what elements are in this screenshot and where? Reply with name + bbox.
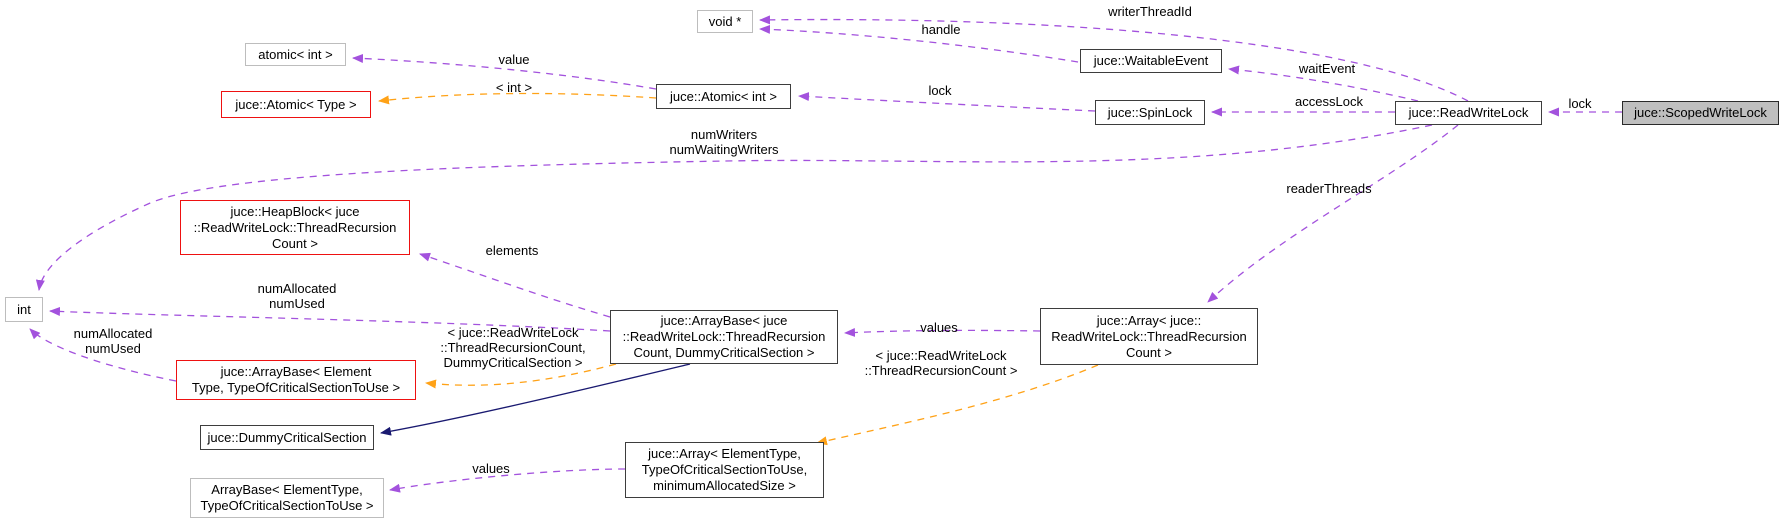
- edge-label-lock-spin: lock: [928, 83, 952, 98]
- node-juce-heapblock[interactable]: juce::HeapBlock< juce ::ReadWriteLock::T…: [180, 200, 410, 255]
- edge-num-allocated-lower: [29, 328, 177, 382]
- node-juce-array-instance[interactable]: juce::Array< juce:: ReadWriteLock::Threa…: [1040, 308, 1258, 365]
- node-void-ptr[interactable]: void *: [697, 10, 753, 33]
- node-juce-array-generic[interactable]: juce::Array< ElementType, TypeOfCritical…: [625, 442, 824, 498]
- edge-label-template-array: < juce::ReadWriteLock ::ThreadRecursionC…: [864, 348, 1018, 378]
- edge-label-elements: elements: [485, 243, 539, 258]
- edge-label-template-arraybase: < juce::ReadWriteLock ::ThreadRecursionC…: [440, 325, 586, 370]
- edge-wait-event: [1228, 65, 1419, 102]
- edge-value: [352, 53, 657, 90]
- edge-elements: [419, 252, 611, 318]
- edge-label-num-allocated-lower: numAllocated numUsed: [73, 326, 153, 356]
- node-arraybase-generic-ext[interactable]: ArrayBase< ElementType, TypeOfCriticalSe…: [190, 478, 384, 518]
- node-juce-spinlock[interactable]: juce::SpinLock: [1095, 100, 1205, 125]
- edge-num-writers: [35, 124, 1433, 291]
- node-juce-atomic-type[interactable]: juce::Atomic< Type >: [221, 91, 371, 118]
- node-juce-atomic-int[interactable]: juce::Atomic< int >: [656, 84, 791, 109]
- edge-label-template-int: < int >: [495, 80, 533, 95]
- edge-label-num-allocated-upper: numAllocated numUsed: [257, 281, 337, 311]
- edge-label-writer-thread-id: writerThreadId: [1108, 4, 1192, 19]
- node-juce-scopedwritelock: juce::ScopedWriteLock: [1622, 101, 1779, 125]
- edge-label-access-lock: accessLock: [1295, 94, 1363, 109]
- node-atomic-int[interactable]: atomic< int >: [245, 43, 346, 66]
- node-juce-arraybase-instance[interactable]: juce::ArrayBase< juce ::ReadWriteLock::T…: [610, 310, 838, 364]
- edge-label-num-writers: numWriters numWaitingWriters: [669, 127, 779, 157]
- edge-reader-threads: [1207, 124, 1459, 303]
- edge-label-values-mid: values: [920, 320, 958, 335]
- node-int[interactable]: int: [5, 297, 43, 322]
- edge-template-int: [378, 92, 657, 105]
- edge-inheritance-dummy: [380, 363, 691, 436]
- node-juce-waitable-event[interactable]: juce::WaitableEvent: [1080, 49, 1222, 73]
- edge-writer-thread-id: [759, 15, 1469, 102]
- edge-label-handle: handle: [921, 22, 961, 37]
- node-juce-readwritelock[interactable]: juce::ReadWriteLock: [1395, 101, 1542, 125]
- edge-num-allocated-upper: [49, 306, 611, 332]
- edge-template-arraybase: [425, 363, 617, 389]
- node-juce-arraybase-generic[interactable]: juce::ArrayBase< Element Type, TypeOfCri…: [176, 360, 416, 400]
- edge-handle: [759, 24, 1079, 63]
- edge-lock-spinlock: [798, 92, 1096, 112]
- edge-values-mid: [844, 328, 1041, 337]
- edge-label-values-bottom: values: [472, 461, 510, 476]
- edge-values-bottom: [389, 468, 626, 493]
- edge-template-array: [816, 364, 1099, 446]
- edge-label-wait-event: waitEvent: [1298, 61, 1356, 76]
- edge-label-value: value: [498, 52, 530, 67]
- node-juce-dummycriticalsection[interactable]: juce::DummyCriticalSection: [200, 425, 374, 450]
- edge-label-lock-scoped: lock: [1568, 96, 1592, 111]
- edge-label-reader-threads: readerThreads: [1286, 181, 1372, 196]
